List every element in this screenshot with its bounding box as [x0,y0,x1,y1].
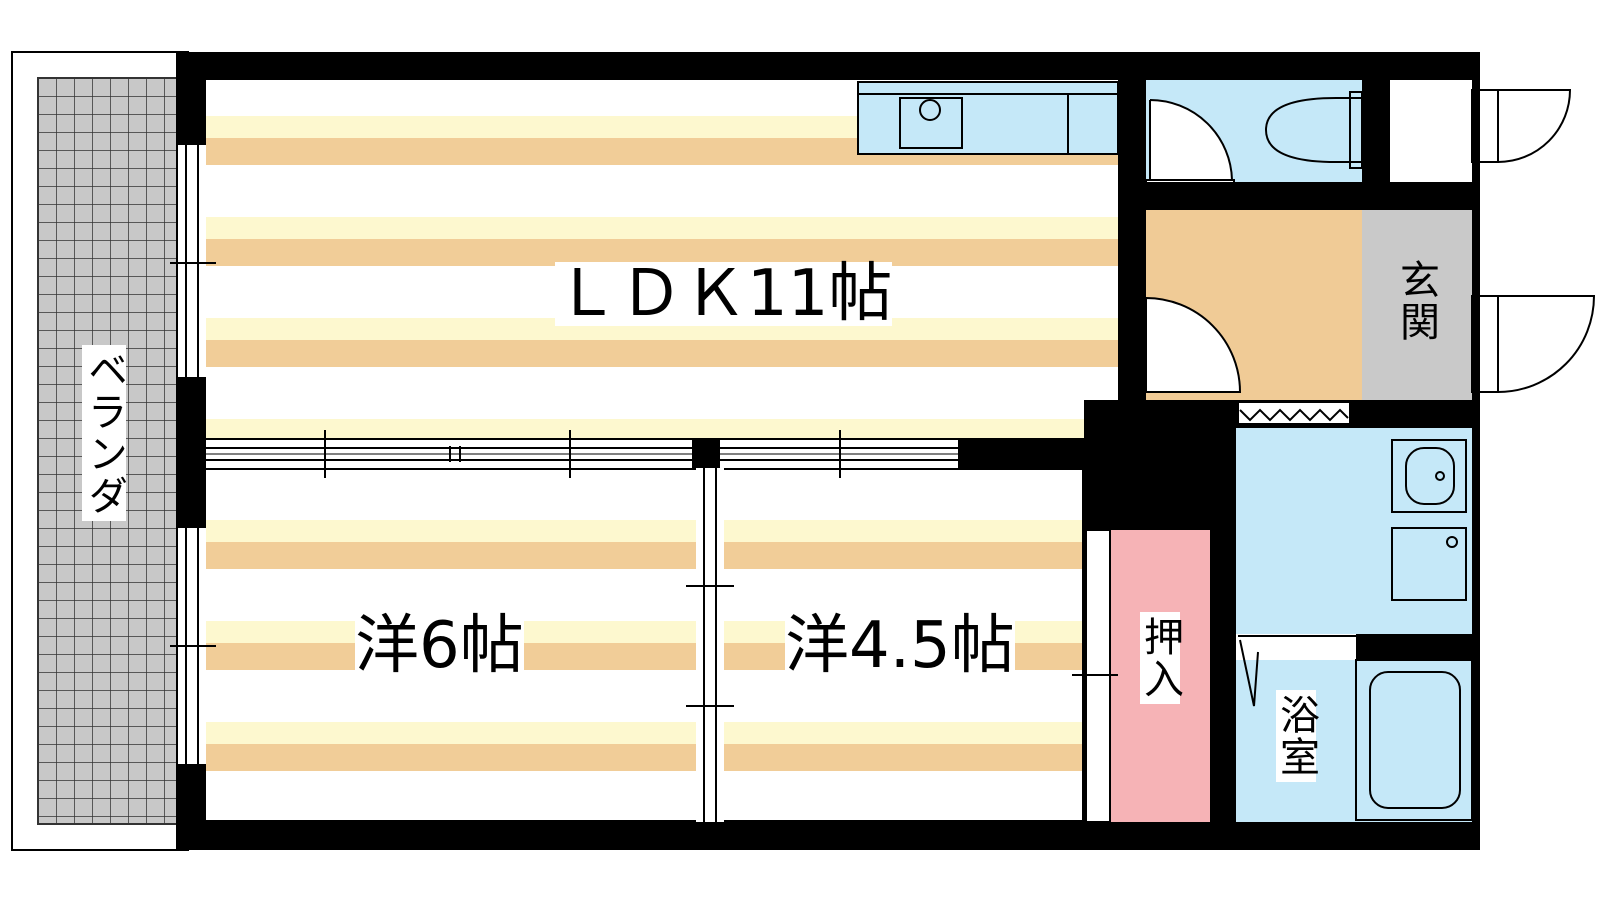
room-divider [686,468,734,822]
western-4-5-label: 洋4.5帖 [785,609,1015,683]
ldk-label: ＬＤＫ11帖 [555,257,893,331]
kitchen-counter [857,81,1119,155]
washbasin [1391,439,1467,513]
window-western-6 [170,528,216,764]
washing-machine [1391,527,1467,601]
bathroom-label: 浴室 [1273,690,1319,782]
sliding-door-rail [206,430,1082,478]
front-door [1471,295,1596,394]
western-6-label: 洋6帖 [355,609,524,683]
entrance-label: 玄関 [1393,255,1439,347]
washroom-curtain [1237,401,1351,425]
window-ldk [170,145,216,377]
veranda [11,51,189,851]
veranda-label: ベランダ [81,345,127,521]
bath-door [1238,635,1356,707]
closet-label: 押入 [1137,612,1183,704]
bathtub [1355,659,1473,821]
shoe-cabinet-door [1471,89,1572,164]
